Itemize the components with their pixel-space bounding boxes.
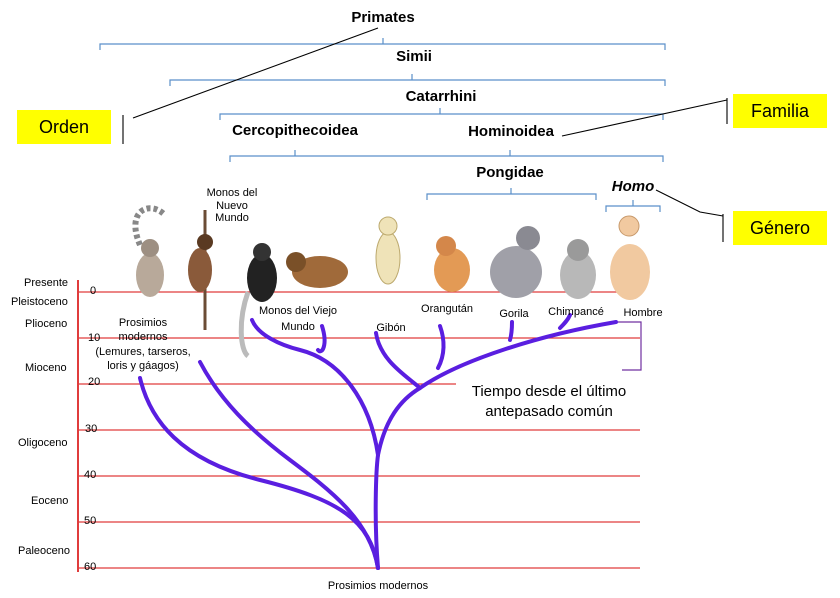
- label-chimpanzee: Chimpancé: [548, 306, 604, 318]
- branch-catarrhini: [373, 453, 380, 570]
- epoch-paleoceno: Paleoceno: [18, 545, 70, 557]
- tick-30: 30: [85, 423, 98, 435]
- colobus-figure: [238, 243, 277, 358]
- label-prosimians: Prosimios modernos (Lemures, tarseros, l…: [95, 317, 191, 372]
- chimpanzee-figure: [560, 239, 596, 299]
- label-catarrhini: Catarrhini: [405, 88, 477, 105]
- bracket-cercopithecoidea: [229, 150, 360, 162]
- epoch-presente: Presente: [24, 277, 69, 289]
- branch-great-apes: [418, 320, 618, 390]
- callout-familia: Familia: [733, 94, 827, 128]
- animal-figures: [132, 205, 650, 358]
- label-simii: Simii: [396, 48, 432, 65]
- new-world-monkey-figure: [188, 210, 213, 330]
- epoch-mioceno: Mioceno: [25, 362, 67, 374]
- label-gibbon: Gibón: [376, 322, 406, 334]
- epoch-plioceno: Plioceno: [25, 318, 68, 330]
- tick-50: 50: [84, 515, 97, 527]
- branch-hominoidea: [376, 386, 422, 457]
- bracket-homo: [605, 200, 661, 212]
- familia-pointer: [561, 99, 728, 137]
- gibbon-figure: [375, 216, 401, 285]
- tick-40: 40: [84, 469, 97, 481]
- callout-lines: [122, 27, 728, 242]
- note-box-outline: [618, 321, 642, 371]
- baboon-figure: [286, 252, 348, 288]
- genero-pointer: [655, 189, 724, 217]
- bracket-primates: [99, 38, 666, 50]
- label-orangutan: Orangután: [421, 303, 473, 315]
- gorilla-figure: [490, 226, 542, 298]
- branch-old-world: [316, 324, 327, 354]
- taxonomy-brackets: [99, 38, 666, 212]
- epoch-oligoceno: Oligoceno: [18, 437, 68, 449]
- label-homo: Homo: [611, 178, 655, 195]
- callout-orden: Orden: [17, 110, 111, 144]
- bracket-hominoidea: [360, 150, 664, 162]
- orden-pointer: [132, 27, 379, 119]
- tick-60: 60: [84, 561, 97, 573]
- human-figure: [610, 215, 650, 300]
- label-old-world-monkeys: Monos del Viejo Mundo: [258, 305, 338, 333]
- epoch-eoceno: Eoceno: [31, 495, 69, 507]
- branch-chimp: [558, 313, 572, 330]
- branch-gorilla: [508, 320, 514, 342]
- label-human: Hombre: [623, 307, 663, 319]
- orangutan-figure: [434, 236, 470, 292]
- branch-orangutan: [436, 324, 446, 370]
- bracket-catarrhini: [219, 108, 664, 120]
- label-root-prosimians: Prosimios modernos: [327, 580, 429, 592]
- lemur-figure: [132, 205, 168, 297]
- label-new-world-monkeys: Monos del Nuevo Mundo: [206, 187, 258, 225]
- tick-0: 0: [90, 285, 97, 297]
- label-primates: Primates: [351, 9, 415, 26]
- callout-genero: Género: [733, 211, 827, 245]
- bracket-simii: [169, 74, 666, 86]
- evolution-tree: [138, 313, 618, 570]
- branch-gibbon: [374, 331, 422, 390]
- label-gorilla: Gorila: [499, 308, 529, 320]
- label-hominoidea: Hominoidea: [468, 123, 554, 140]
- branch-new-world: [198, 360, 380, 570]
- bracket-pongidae: [426, 188, 597, 200]
- epoch-pleistoceno: Pleistoceno: [11, 296, 68, 308]
- tick-20: 20: [88, 376, 101, 388]
- label-cercopithecoidea: Cercopithecoidea: [232, 122, 358, 139]
- note-common-ancestor: Tiempo desde el último antepasado común: [456, 382, 642, 423]
- branch-prosimians: [138, 376, 380, 570]
- label-pongidae: Pongidae: [476, 164, 544, 181]
- branch-old-world-split: [250, 318, 380, 457]
- tick-10: 10: [88, 332, 101, 344]
